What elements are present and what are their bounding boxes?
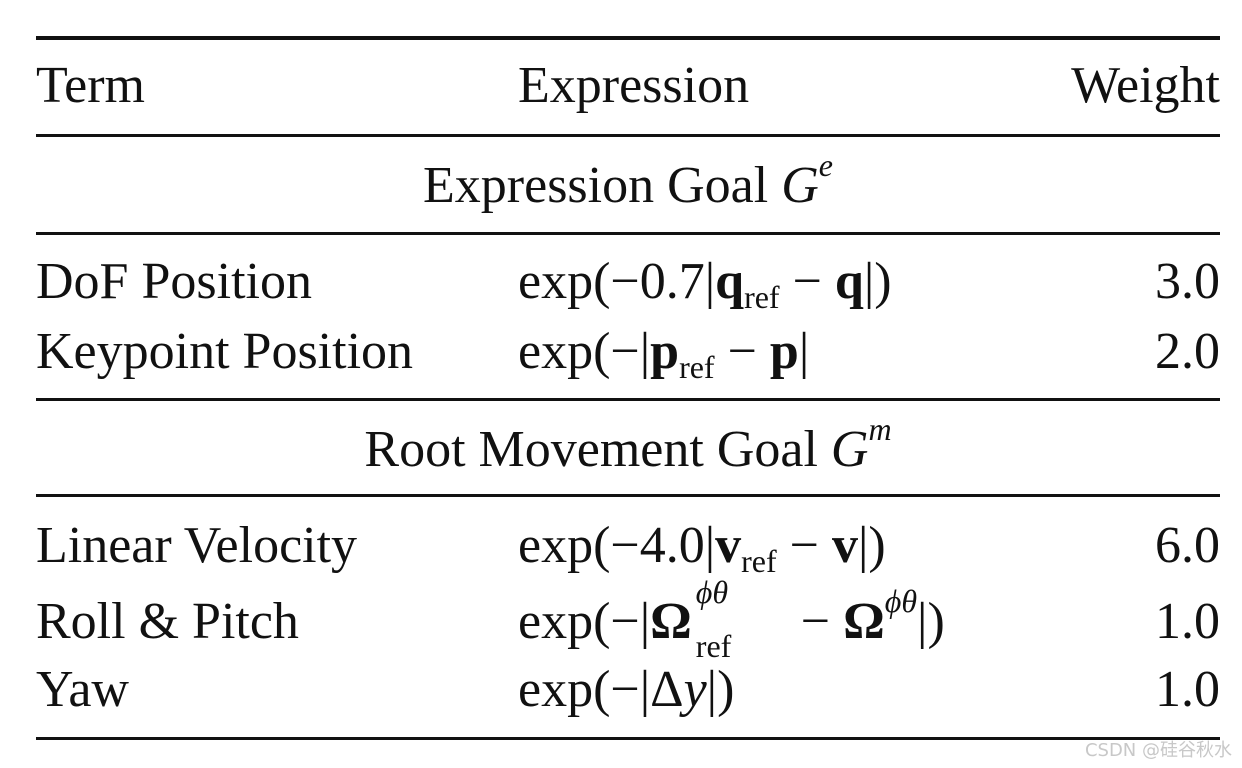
watermark: CSDN @硅谷秋水 — [1084, 740, 1232, 761]
expression-linear-velocity: exp(−4.0|vref − v|) — [518, 517, 886, 579]
header-weight: Weight — [1071, 57, 1220, 114]
group-rule — [36, 494, 1220, 497]
term-linear-velocity: Linear Velocity — [36, 517, 358, 574]
header-rule — [36, 134, 1220, 137]
group-rule — [36, 398, 1220, 401]
top-rule — [36, 36, 1220, 40]
term-keypoint-position: Keypoint Position — [36, 323, 414, 380]
expression-keypoint-position: exp(−|pref − p| — [518, 323, 810, 385]
group-title-expression-goal: Expression Goal Ge — [423, 147, 833, 214]
weight-keypoint-position: 2.0 — [1155, 323, 1220, 380]
term-dof-position: DoF Position — [36, 253, 312, 310]
expression-yaw: exp(−|Δy|) — [518, 661, 735, 718]
group-rule — [36, 232, 1220, 235]
header-expression: Expression — [518, 57, 750, 114]
weight-linear-velocity: 6.0 — [1155, 517, 1220, 574]
header-term: Term — [36, 57, 145, 114]
bottom-rule — [36, 737, 1220, 740]
term-roll-pitch: Roll & Pitch — [36, 593, 299, 650]
weight-yaw: 1.0 — [1155, 661, 1220, 718]
term-yaw: Yaw — [36, 661, 129, 718]
expression-dof-position: exp(−0.7|qref − q|) — [518, 253, 892, 315]
group-title-root-movement-goal: Root Movement Goal Gm — [364, 411, 892, 478]
weight-roll-pitch: 1.0 — [1155, 593, 1220, 650]
weight-dof-position: 3.0 — [1155, 253, 1220, 310]
